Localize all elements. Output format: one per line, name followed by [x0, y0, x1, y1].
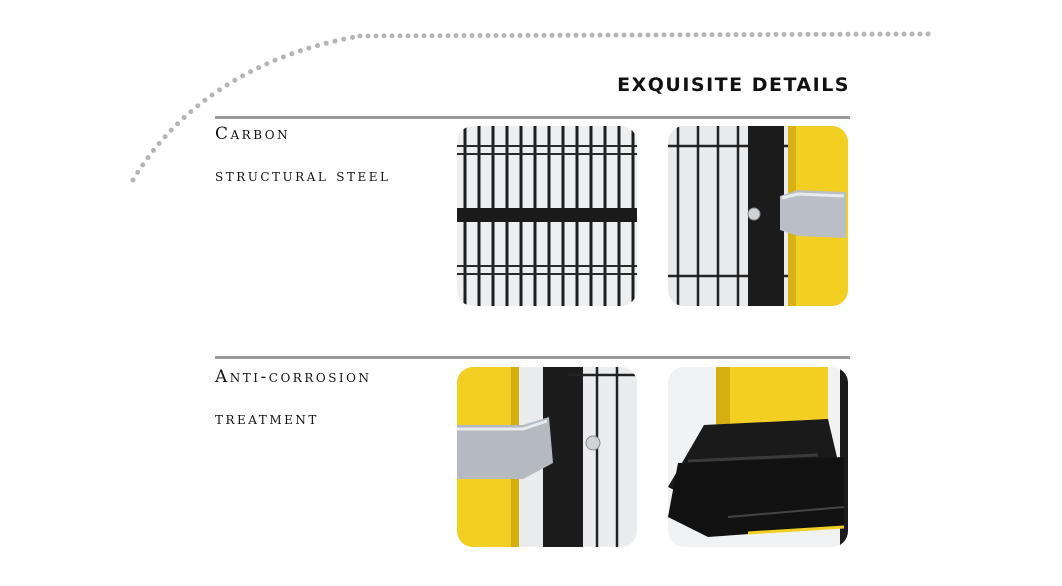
- section-1-label-line2: structural steel: [215, 166, 391, 186]
- post-base-photo: [668, 367, 848, 547]
- page-title: EXQUISITE DETAILS: [617, 74, 850, 96]
- section-2-label-line2: treatment: [215, 409, 319, 429]
- mesh-photo: [457, 126, 637, 306]
- bracket-on-post-photo: [457, 367, 637, 547]
- section-divider: [215, 356, 850, 359]
- section-2-label-line1: Anti-corrosion: [215, 367, 372, 387]
- clamp-on-post-photo: [668, 126, 848, 306]
- section-divider: [215, 116, 850, 119]
- section-1-label-line1: Carbon: [215, 124, 291, 144]
